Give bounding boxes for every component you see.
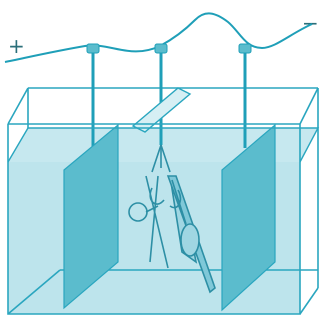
supply-wire <box>5 13 312 62</box>
negative-terminal-label: − <box>302 11 319 35</box>
positive-terminal-label: + <box>8 34 25 58</box>
